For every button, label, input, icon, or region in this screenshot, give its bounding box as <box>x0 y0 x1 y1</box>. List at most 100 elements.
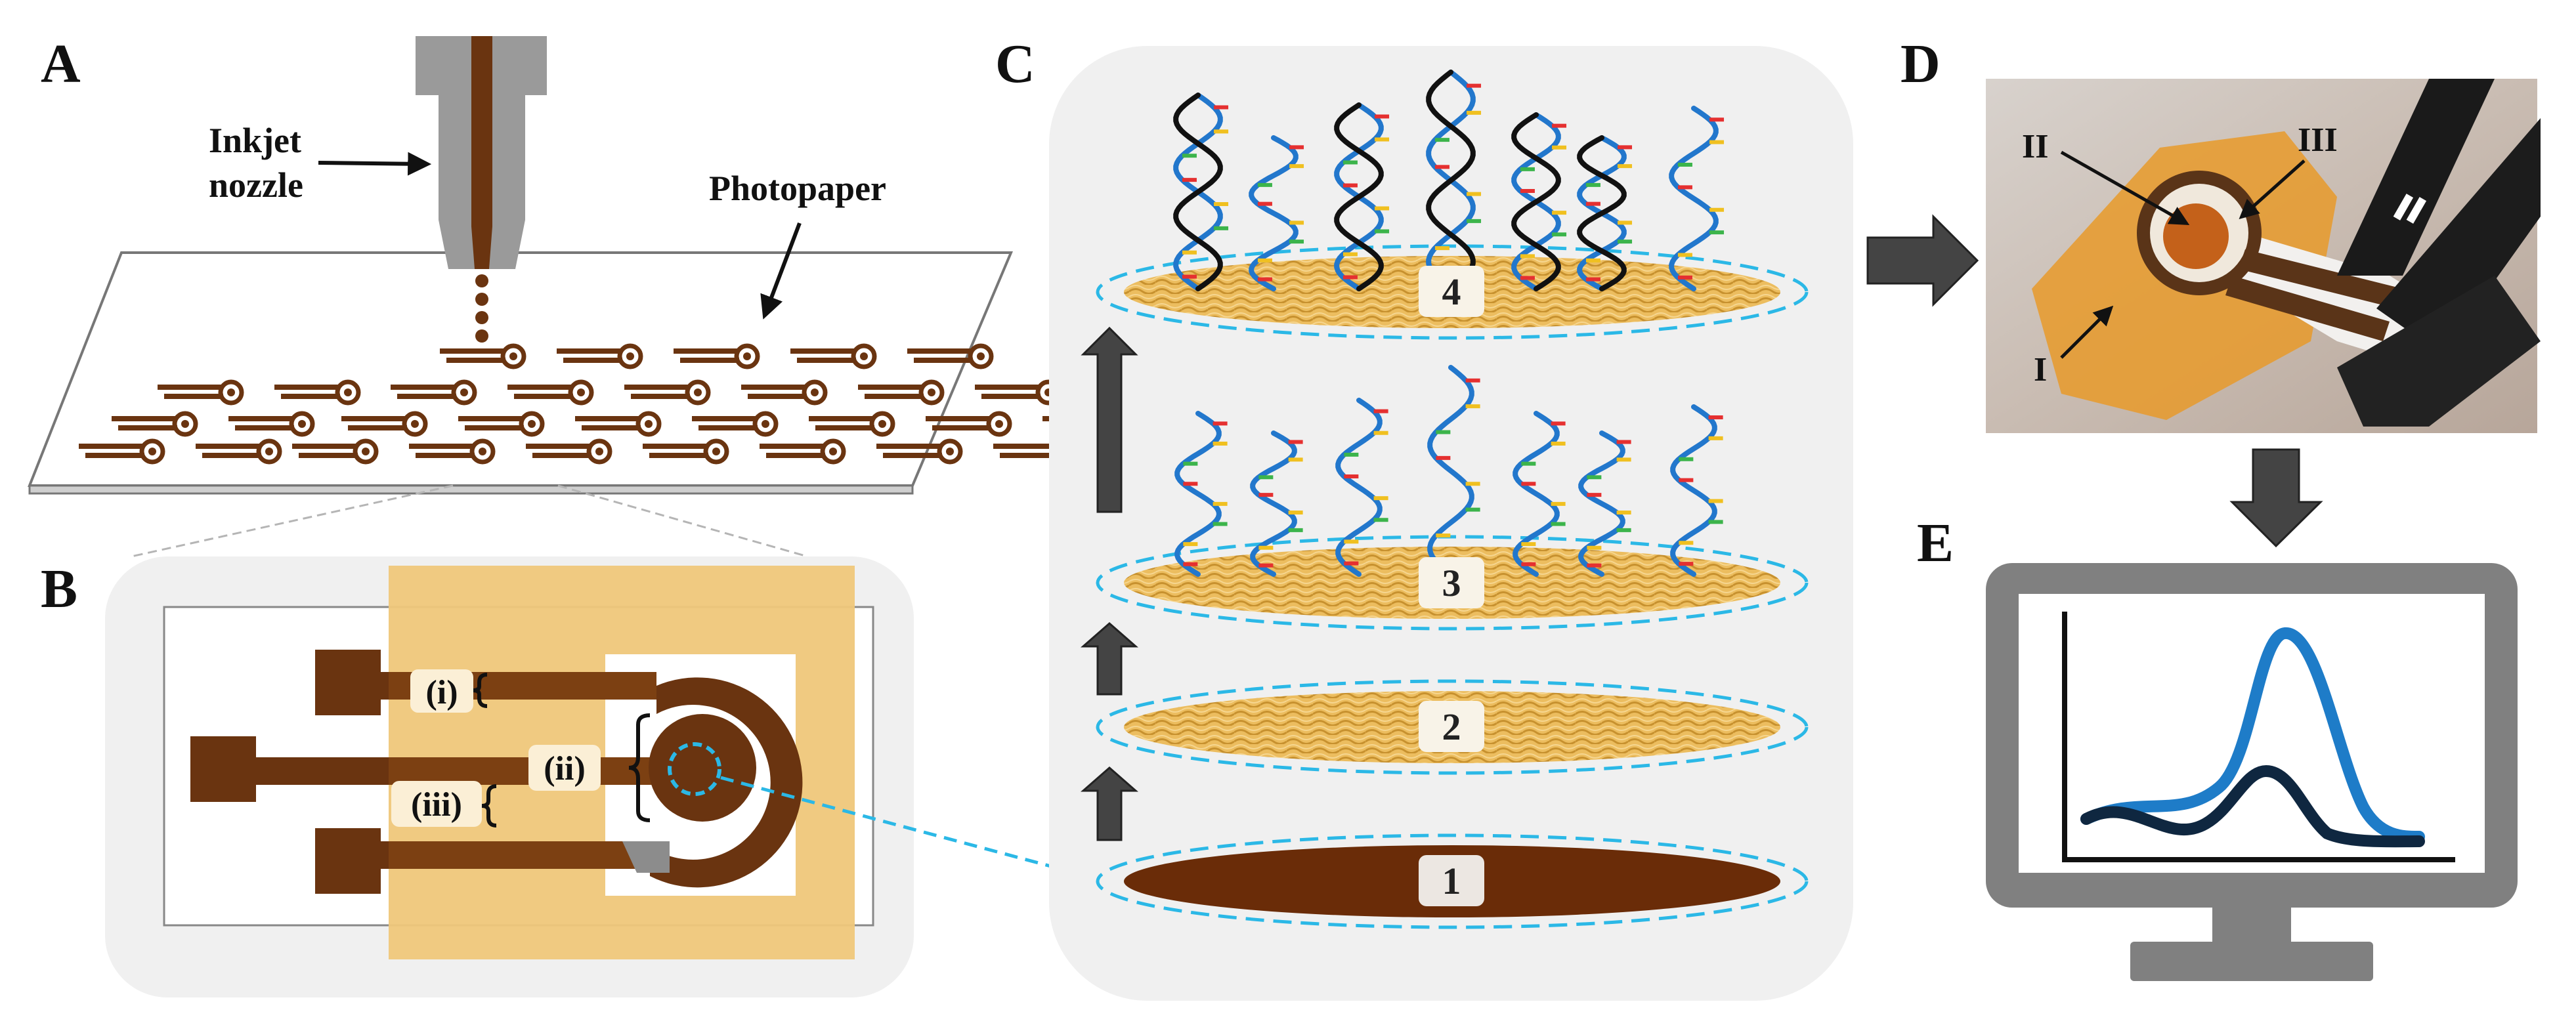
dna-single-strand-icon <box>1335 398 1388 577</box>
panel-b: B <box>41 556 1103 997</box>
photopaper-label: Photopaper <box>709 169 886 208</box>
photo-label-iii: III <box>2298 121 2338 159</box>
curve-high <box>2080 627 2425 843</box>
printed-electrode-icon <box>274 379 361 406</box>
monitor-icon <box>1986 563 2518 981</box>
zoom-arrow-to-layer-1 <box>720 776 1103 884</box>
dna-double-helix-icon <box>1173 93 1229 291</box>
printed-electrode-icon <box>391 379 477 406</box>
panel-e-letter: E <box>1917 513 1954 574</box>
panel-a: A Inkjet nozzle Photopaper <box>28 33 1129 495</box>
printed-electrode-icon <box>760 438 846 465</box>
working-electrode-zoom-circle <box>668 742 721 796</box>
dna-single-strand-icon <box>1578 430 1631 577</box>
printed-electrode-icon <box>575 411 662 437</box>
label-ii-text: (ii) <box>544 750 586 787</box>
arrow-c-to-d <box>1866 214 1979 307</box>
photopaper-sheet <box>28 251 1014 487</box>
printed-electrode-icon <box>975 379 1062 406</box>
printed-electrode-icon <box>876 438 963 465</box>
printed-electrode-icon <box>79 438 165 465</box>
photopaper-pointer-arrow <box>760 222 802 320</box>
panel-a-letter: A <box>41 33 81 94</box>
printed-electrode-icon <box>158 379 244 406</box>
printed-electrode-icon <box>112 411 198 437</box>
layer-3-label: 3 <box>1442 562 1461 604</box>
layer-2: 2 <box>1096 679 1809 775</box>
layer-2-label: 2 <box>1442 705 1461 748</box>
up-arrow-2 <box>1081 622 1138 696</box>
dna-double-helix-icon <box>1511 112 1567 291</box>
printed-electrode-icon <box>557 343 643 369</box>
label-iii-text: (iii) <box>411 786 462 824</box>
layer-1: 1 <box>1096 833 1809 929</box>
photo-label-ii: II <box>2022 128 2048 165</box>
printed-electrode-icon <box>809 411 895 437</box>
voltammogram <box>2062 612 2455 862</box>
dna-single-strand-icon <box>1249 135 1304 291</box>
panel-c: C 1 2 3 <box>995 33 1853 1001</box>
label-iii: (iii) <box>391 781 482 827</box>
printed-electrode-icon <box>926 411 1012 437</box>
inkjet-nozzle-label-line1: Inkjet <box>209 121 301 160</box>
printed-electrode-icon <box>526 438 612 465</box>
printed-electrode-icon <box>228 411 315 437</box>
panel-c-letter: C <box>995 33 1035 94</box>
printed-electrode-icon <box>507 379 594 406</box>
ink-droplets <box>475 274 488 343</box>
dna-double-helix-icon <box>1577 135 1633 291</box>
dna-double-helices-layer-4 <box>1173 70 1725 291</box>
printed-electrode-icon <box>692 411 779 437</box>
printed-electrode-icon <box>907 343 994 369</box>
dna-single-strand-icon <box>1174 411 1228 577</box>
dna-single-strands-layer-3 <box>1174 365 1723 577</box>
photo-label-i: I <box>2034 351 2047 388</box>
panel-b-letter: B <box>41 558 77 619</box>
printed-electrode-icon <box>624 379 711 406</box>
layer-4-badge: 4 <box>1419 266 1484 317</box>
inkjet-nozzle-icon <box>416 36 547 269</box>
working-electrode <box>649 714 756 822</box>
photo-pointer-ii <box>2060 150 2190 225</box>
device-photo <box>1986 79 2541 433</box>
label-i: (i) <box>410 669 473 713</box>
step-arrows <box>1081 326 1138 841</box>
dna-double-helix-icon <box>1334 102 1390 291</box>
printed-electrode-icon <box>643 438 729 465</box>
layer-3-badge: 3 <box>1419 557 1484 608</box>
counter-electrode <box>650 677 803 888</box>
layer-4-label: 4 <box>1442 270 1461 313</box>
nozzle-pointer-arrow <box>318 152 432 176</box>
printed-electrode-icon <box>341 411 428 437</box>
printed-electrode-icon <box>196 438 282 465</box>
photopaper-edge <box>28 484 914 495</box>
printed-electrode-icon <box>440 343 526 369</box>
panel-d-letter: D <box>1900 33 1941 94</box>
printed-electrode-icon <box>409 438 496 465</box>
label-i-text: (i) <box>425 674 458 711</box>
dna-single-strand-icon <box>1250 430 1303 577</box>
dna-single-strand-icon <box>1670 404 1723 577</box>
up-arrow-1 <box>1081 766 1138 841</box>
printed-electrode-icon <box>790 343 877 369</box>
reference-electrode <box>622 841 670 873</box>
label-ii: (ii) <box>528 745 601 791</box>
dna-double-helix-icon <box>1426 70 1482 291</box>
dna-single-strand-icon <box>1427 365 1480 577</box>
printed-electrode-icon <box>674 343 760 369</box>
printed-electrode-icon <box>741 379 828 406</box>
photo-pointer-iii <box>2239 159 2306 220</box>
printed-electrode-icon <box>458 411 545 437</box>
up-arrow-3 <box>1081 326 1138 513</box>
arrow-d-to-e <box>2229 448 2323 548</box>
zoom-guide-lines <box>131 484 808 558</box>
layer-1-label: 1 <box>1442 860 1461 902</box>
dna-single-strand-icon <box>1513 411 1566 577</box>
printed-electrode-icon <box>292 438 379 465</box>
panel-d: D II III I <box>1866 33 2541 433</box>
dna-single-strand-icon <box>1669 106 1725 291</box>
panel-e: E <box>1917 448 2518 981</box>
curve-low <box>2080 765 2425 848</box>
inkjet-nozzle-label-line2: nozzle <box>209 165 303 205</box>
